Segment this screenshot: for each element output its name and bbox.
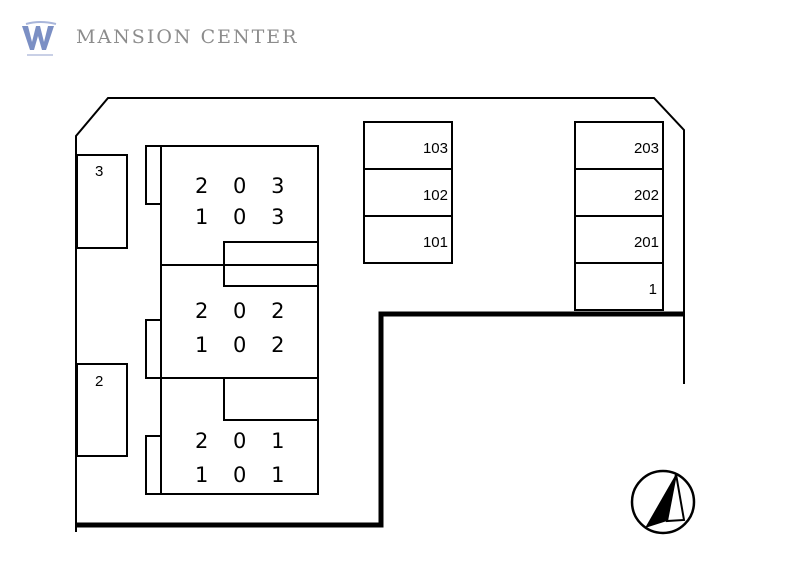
unit-label: 2 0 3	[195, 174, 293, 198]
unit-label: 2 0 2	[195, 299, 293, 323]
notch-1	[223, 241, 319, 287]
lot-2	[76, 363, 128, 457]
lot-label: 3	[95, 163, 103, 180]
north-arrow-icon	[630, 469, 696, 535]
slot-label: 1	[649, 281, 657, 298]
slot-label: 103	[423, 140, 448, 157]
slot-label: 102	[423, 187, 448, 204]
brand-name: MANSION CENTER	[76, 26, 299, 48]
slot-label: 203	[634, 140, 659, 157]
unit-label: 1 0 2	[195, 333, 293, 357]
slot-1	[574, 262, 664, 311]
unit-label: 1 0 3	[195, 205, 293, 229]
balcony-1	[145, 145, 162, 205]
slot-label: 202	[634, 187, 659, 204]
slot-label: 201	[634, 234, 659, 251]
notch-2	[223, 377, 319, 421]
balcony-2	[145, 319, 162, 379]
slot-label: 101	[423, 234, 448, 251]
road-boundary	[76, 311, 684, 528]
unit-label: 2 0 1	[195, 429, 293, 453]
slot-101	[363, 215, 453, 264]
lot-label: 2	[95, 373, 103, 390]
mansion-center-logo	[22, 21, 57, 56]
lot-3	[76, 154, 128, 249]
unit-label: 1 0 1	[195, 463, 293, 487]
balcony-3	[145, 435, 162, 495]
